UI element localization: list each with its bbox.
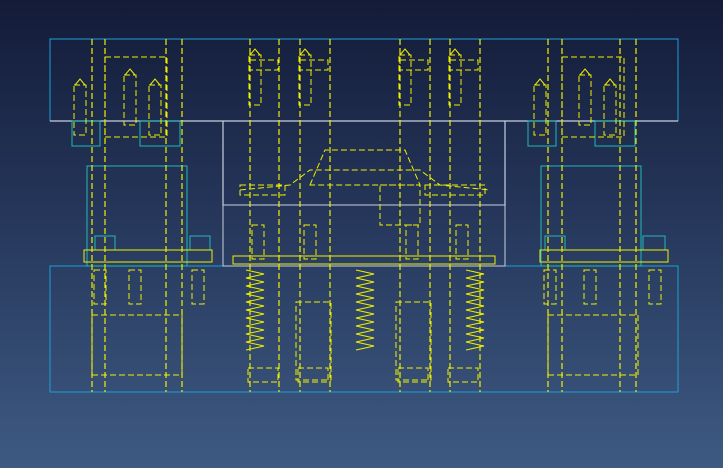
pocket bbox=[104, 56, 168, 138]
bolt-head bbox=[247, 367, 279, 383]
bolt bbox=[73, 84, 87, 136]
spring bbox=[355, 269, 375, 351]
bolt-head bbox=[297, 367, 329, 383]
die-pocket bbox=[547, 314, 639, 376]
bolt-tip bbox=[124, 68, 136, 76]
die-pocket bbox=[91, 314, 183, 376]
bolt bbox=[398, 54, 412, 106]
punch bbox=[395, 301, 432, 381]
stripper-plate bbox=[232, 255, 496, 265]
lower-bolt bbox=[93, 269, 107, 305]
bolt-tip bbox=[299, 48, 311, 56]
guide-bushing bbox=[642, 235, 666, 251]
bolt bbox=[298, 54, 312, 106]
guide-bushing bbox=[527, 120, 557, 147]
bolt bbox=[578, 74, 592, 126]
bolt-tip bbox=[604, 78, 616, 86]
guide-bushing bbox=[139, 120, 181, 147]
top-plate bbox=[49, 38, 679, 122]
insert bbox=[239, 184, 286, 196]
die-plates bbox=[49, 38, 679, 393]
bolt bbox=[448, 54, 462, 106]
lower-bolt bbox=[583, 269, 597, 305]
guide-components bbox=[71, 120, 666, 267]
punch bbox=[295, 301, 332, 381]
spacer-block bbox=[539, 249, 669, 263]
lower-bolt bbox=[405, 224, 419, 260]
bolt-tip bbox=[534, 78, 546, 86]
bolt-tip bbox=[399, 48, 411, 56]
spring bbox=[245, 269, 265, 351]
forming-punch bbox=[309, 149, 421, 186]
lower-bolt bbox=[191, 269, 205, 305]
bolt-head bbox=[399, 59, 429, 71]
bolt-head bbox=[397, 367, 429, 383]
bolt-head bbox=[449, 59, 479, 71]
bolt-head bbox=[447, 367, 479, 383]
guide-bushing bbox=[594, 120, 636, 147]
bolt-tip bbox=[249, 48, 261, 56]
bolt-tip bbox=[449, 48, 461, 56]
guide-post-block bbox=[86, 165, 188, 267]
bolt bbox=[248, 54, 262, 106]
bolt bbox=[533, 84, 547, 136]
lower-bolt bbox=[128, 269, 142, 305]
guide-post-block bbox=[540, 165, 642, 267]
bolt-head bbox=[249, 59, 279, 71]
hidden-line-features bbox=[73, 39, 669, 392]
guide-bushing bbox=[189, 235, 211, 251]
lower-bolt bbox=[648, 269, 662, 305]
pocket bbox=[561, 56, 625, 138]
insert bbox=[379, 184, 421, 226]
punch-holder bbox=[222, 204, 506, 267]
bolt-tip bbox=[579, 68, 591, 76]
bolt bbox=[123, 74, 137, 126]
lower-bolt bbox=[251, 224, 265, 260]
bolt bbox=[603, 84, 617, 136]
bolt-tip bbox=[149, 78, 161, 86]
spacer-block bbox=[83, 249, 213, 263]
bolt-tip bbox=[74, 78, 86, 86]
forming-profile bbox=[239, 169, 491, 191]
lower-bolt bbox=[303, 224, 317, 260]
bolt bbox=[148, 84, 162, 136]
guide-bushing bbox=[71, 120, 101, 147]
lower-bolt bbox=[455, 224, 469, 260]
spring bbox=[465, 269, 485, 351]
bolt-head bbox=[299, 59, 329, 71]
lower-bolt bbox=[543, 269, 557, 305]
insert bbox=[424, 184, 486, 196]
